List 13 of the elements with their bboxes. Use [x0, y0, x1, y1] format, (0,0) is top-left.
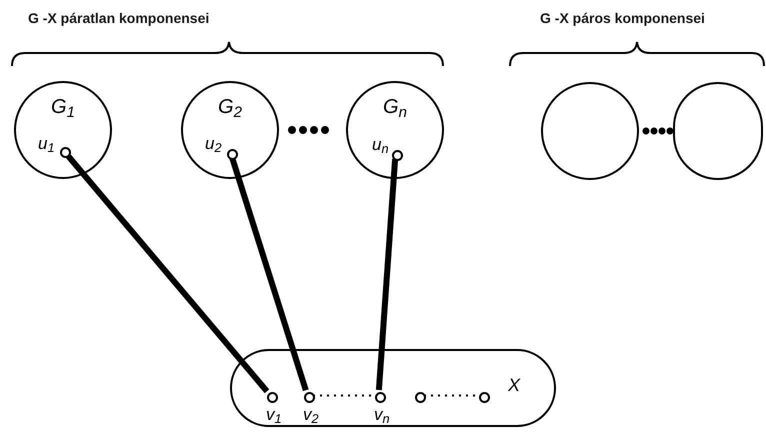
- vertex-label: v$_{n}$: [374, 406, 390, 423]
- vertex-label: v$_{2}$: [303, 406, 319, 423]
- component-label: G$_{1}$: [50, 97, 76, 117]
- component-label: G$_{n}$: [382, 97, 408, 117]
- vertex-label: u$_{n}$: [372, 136, 389, 153]
- vertex-label: u$_{1}$: [38, 135, 55, 152]
- heading-label: G -X páros komponensei: [540, 9, 705, 28]
- set-label: X: [508, 376, 520, 394]
- vertex-label: v$_{1}$: [266, 406, 282, 423]
- edge-line: [376, 158, 398, 390]
- heading-label: G -X páratlan komponensei: [28, 9, 210, 28]
- component-label: G$_{2}$: [217, 97, 243, 117]
- vertex-label: u$_{2}$: [205, 135, 222, 152]
